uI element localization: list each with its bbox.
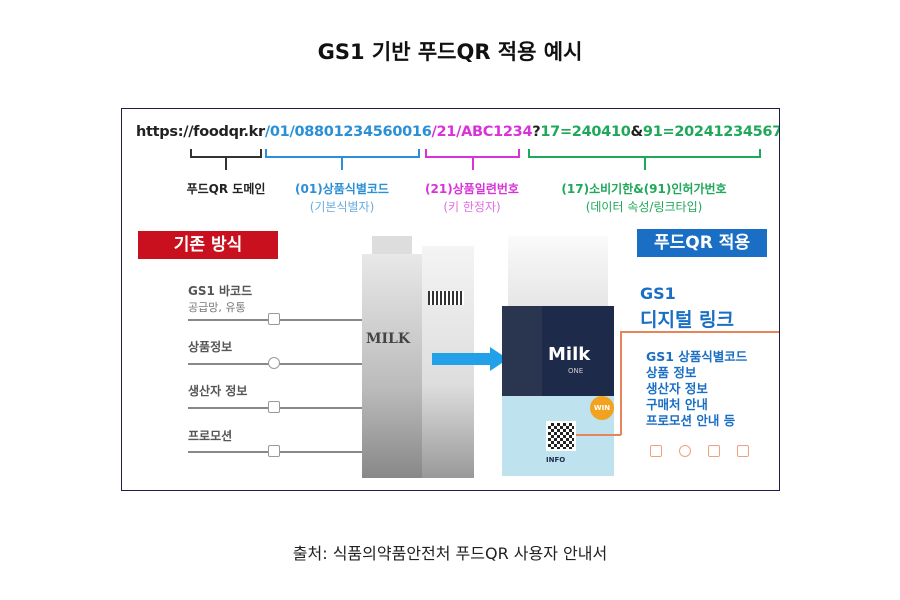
serial-bracket bbox=[425, 149, 520, 158]
serial-label: (21)상품일련번호 bbox=[425, 182, 519, 196]
gtin-sublabel: (기본식별자) bbox=[309, 200, 375, 214]
carton-milk-text: MILK bbox=[366, 331, 411, 347]
connector-line bbox=[188, 319, 408, 321]
carton-sub-text: ONE bbox=[568, 367, 584, 375]
arrow-shaft bbox=[432, 353, 492, 365]
url-gtin: /01/08801234560016 bbox=[264, 124, 432, 140]
attr-sublabel: (데이터 속성/링크타입) bbox=[585, 200, 703, 214]
url-domain: https://foodqr.kr bbox=[136, 124, 265, 140]
legacy-item-product: 상품정보 bbox=[188, 340, 233, 354]
legacy-item-barcode-sub: 공급망, 유통 bbox=[188, 301, 246, 314]
url-license: 91=2024123456701 bbox=[642, 124, 779, 140]
coupon-icon bbox=[268, 445, 280, 457]
gtin-bracket bbox=[265, 149, 420, 158]
link-line bbox=[620, 331, 779, 333]
attr-stem bbox=[644, 158, 646, 170]
legacy-item-promo: 프로모션 bbox=[188, 429, 233, 443]
legacy-item-barcode: GS1 바코드 bbox=[188, 284, 253, 298]
url-expiry: 17=240410 bbox=[540, 124, 631, 140]
source-caption: 출처: 식품의약품안전처 푸드QR 사용자 안내서 bbox=[292, 544, 608, 563]
legacy-tag: 기존 방식 bbox=[138, 231, 278, 259]
foodqr-info-list: GS1 상품식별코드 상품 정보 생산자 정보 구매처 안내 프로모션 안내 등 bbox=[646, 349, 747, 429]
document-icon bbox=[650, 445, 662, 457]
list-item: 프로모션 안내 등 bbox=[646, 413, 736, 428]
digital-link-heading: 디지털 링크 bbox=[640, 309, 735, 331]
attr-bracket bbox=[528, 149, 761, 158]
globe-icon bbox=[679, 445, 691, 457]
serial-sublabel: (키 한정자) bbox=[443, 200, 501, 214]
globe-icon bbox=[268, 357, 280, 369]
foodqr-url: https://foodqr.kr/01/08801234560016/21/A… bbox=[136, 124, 779, 140]
foodqr-tag: 푸드QR 적용 bbox=[637, 229, 767, 257]
gs1-heading: GS1 bbox=[640, 284, 676, 303]
page-title: GS1 기반 푸드QR 적용 예시 bbox=[317, 40, 583, 64]
win-badge: WIN bbox=[590, 396, 614, 420]
link-line bbox=[576, 434, 621, 436]
list-item: 생산자 정보 bbox=[646, 381, 708, 396]
coupon-icon bbox=[737, 445, 749, 457]
gtin-stem bbox=[341, 158, 343, 170]
domain-bracket bbox=[190, 149, 262, 158]
connector-line bbox=[188, 407, 408, 409]
domain-label: 푸드QR 도메인 bbox=[186, 182, 266, 196]
list-item: 상품 정보 bbox=[646, 365, 697, 380]
foodqr-milk-carton: Milk ONE WIN INFO bbox=[502, 236, 614, 476]
connector-line bbox=[188, 363, 408, 365]
gtin-label: (01)상품식별코드 bbox=[295, 182, 389, 196]
foodqr-infographic: https://foodqr.kr/01/08801234560016/21/A… bbox=[121, 108, 780, 491]
serial-stem bbox=[472, 158, 474, 170]
barcode-icon bbox=[428, 291, 464, 305]
url-serial: /21/ABC1234 bbox=[431, 124, 533, 140]
connector-line bbox=[188, 451, 408, 453]
link-line bbox=[620, 331, 622, 435]
url-amp: & bbox=[630, 124, 644, 140]
domain-stem bbox=[225, 158, 227, 170]
legacy-item-producer: 생산자 정보 bbox=[188, 384, 248, 398]
factory-icon bbox=[268, 401, 280, 413]
document-icon bbox=[268, 313, 280, 325]
qr-info-label: INFO bbox=[546, 456, 566, 464]
attr-label: (17)소비기한&(91)인허가번호 bbox=[561, 182, 727, 196]
list-item: GS1 상품식별코드 bbox=[646, 349, 748, 364]
carton-brand-text: Milk bbox=[548, 344, 591, 365]
list-item: 구매처 안내 bbox=[646, 397, 708, 412]
url-qmark: ? bbox=[532, 124, 541, 140]
factory-icon bbox=[708, 445, 720, 457]
qr-code-icon bbox=[546, 421, 576, 451]
